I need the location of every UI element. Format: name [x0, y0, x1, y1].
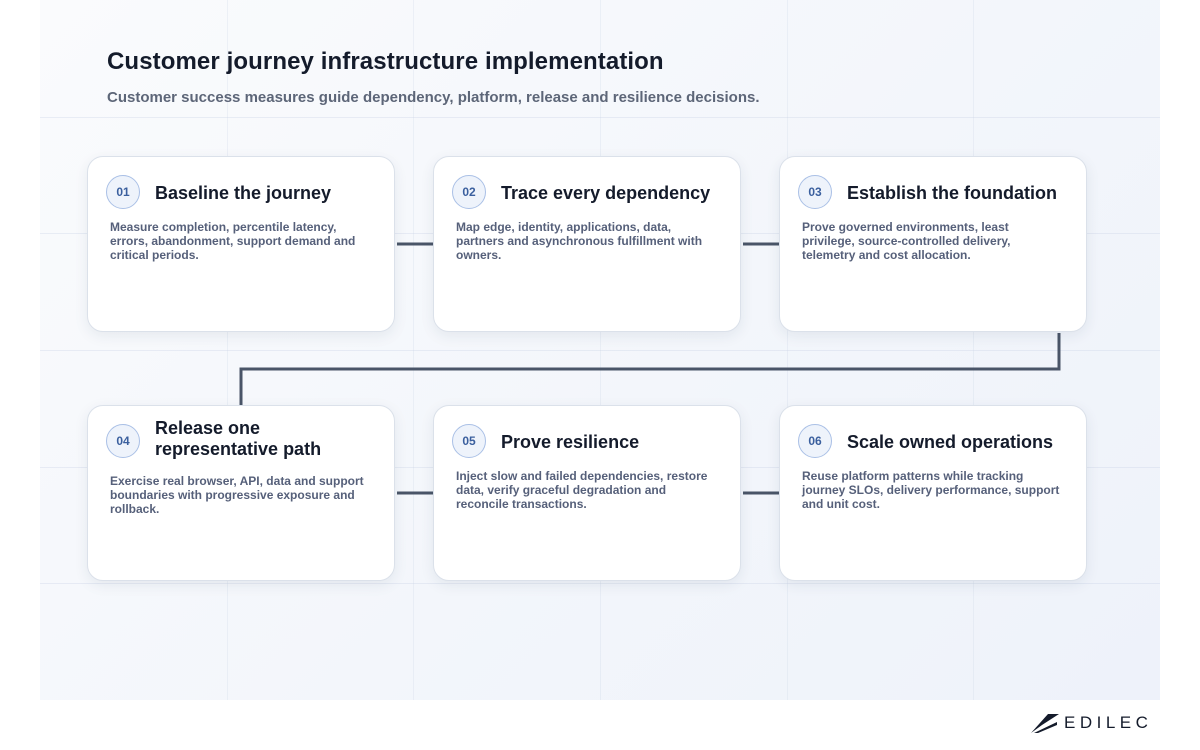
step-description: Inject slow and failed dependencies, res… — [456, 469, 708, 511]
swoosh-logo-icon — [1031, 714, 1059, 733]
step-card-05: 05 Prove resilience Inject slow and fail… — [433, 405, 741, 581]
step-description: Map edge, identity, applications, data, … — [456, 220, 703, 262]
grid-line — [40, 350, 1160, 351]
grid-line — [600, 0, 601, 700]
step-title: Release one representative path — [155, 418, 322, 459]
grid-line — [973, 0, 974, 700]
step-card-02: 02 Trace every dependency Map edge, iden… — [433, 156, 741, 332]
step-card-06: 06 Scale owned operations Reuse platform… — [779, 405, 1087, 581]
step-number-badge: 02 — [452, 175, 486, 209]
step-number-badge: 05 — [452, 424, 486, 458]
grid-line — [40, 583, 1160, 584]
step-card-04: 04 Release one representative path Exerc… — [87, 405, 395, 581]
step-title: Trace every dependency — [501, 183, 711, 203]
step-description: Reuse platform patterns while tracking j… — [802, 469, 1060, 511]
step-card-03: 03 Establish the foundation Prove govern… — [779, 156, 1087, 332]
step-title: Prove resilience — [501, 432, 640, 452]
canvas-background — [40, 0, 1160, 700]
grid-line — [227, 0, 228, 700]
brand-wordmark: EDILEC — [1064, 713, 1153, 732]
page-subtitle: Customer success measures guide dependen… — [107, 89, 760, 106]
step-title: Scale owned operations — [847, 432, 1054, 452]
connector-03-04 — [239, 333, 1061, 405]
step-description: Exercise real browser, API, data and sup… — [110, 474, 364, 516]
brand-logo: EDILEC — [1030, 710, 1156, 736]
step-card-01: 01 Baseline the journey Measure completi… — [87, 156, 395, 332]
step-title: Establish the foundation — [847, 183, 1057, 203]
grid-line — [787, 0, 788, 700]
grid-line — [40, 117, 1160, 118]
grid-line — [413, 0, 414, 700]
page-title: Customer journey infrastructure implemen… — [107, 48, 664, 75]
step-description: Prove governed environments, least privi… — [802, 220, 1011, 262]
step-description: Measure completion, percentile latency, … — [110, 220, 356, 262]
step-number-badge: 03 — [798, 175, 832, 209]
step-title: Baseline the journey — [155, 183, 332, 203]
step-number-badge: 06 — [798, 424, 832, 458]
step-number-badge: 01 — [106, 175, 140, 209]
step-number-badge: 04 — [106, 424, 140, 458]
